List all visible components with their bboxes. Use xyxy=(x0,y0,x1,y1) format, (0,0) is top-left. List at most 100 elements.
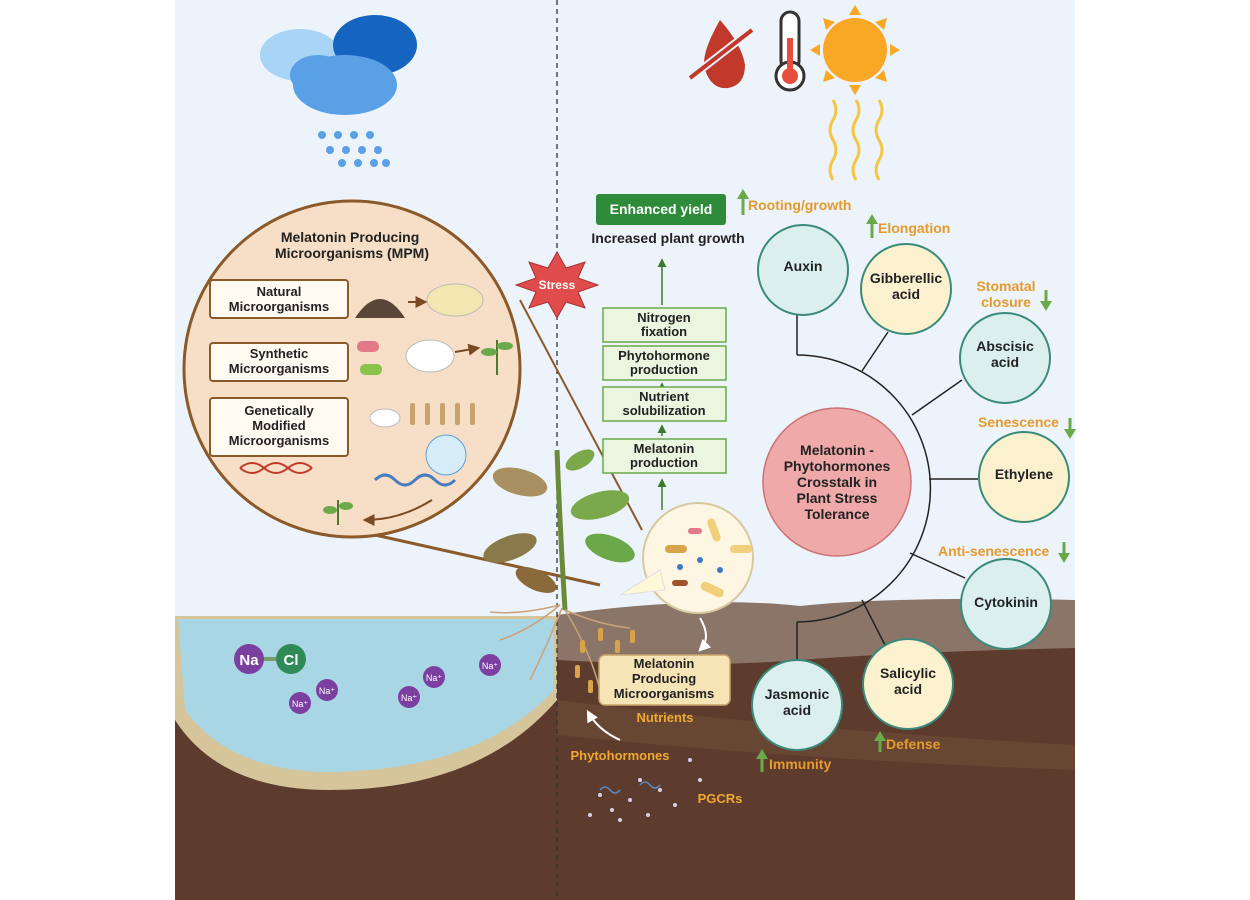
natural-label-line: Microorganisms xyxy=(229,299,329,314)
na-ion: Na⁺ xyxy=(398,686,420,708)
mpm-soil-line: Melatonin xyxy=(634,656,695,671)
effect-label: Elongation xyxy=(878,220,950,236)
hormone-label-line: acid xyxy=(892,286,920,302)
arrow xyxy=(362,499,433,526)
effect-label: Immunity xyxy=(769,756,831,772)
natural-box xyxy=(209,279,349,319)
hormone-label-line: Ethylene xyxy=(995,466,1054,482)
enhanced-yield-box xyxy=(596,194,726,225)
soil-surface xyxy=(557,598,1075,664)
dna-strand-icon xyxy=(373,473,457,487)
sun-icon xyxy=(810,5,900,181)
mpm-title-line: Microorganisms (MPM) xyxy=(275,245,429,261)
hormone-auxin: Auxin xyxy=(757,224,849,316)
hub-arc xyxy=(796,354,932,623)
step-line: production xyxy=(630,455,698,470)
hormone-label-line: acid xyxy=(991,354,1019,370)
culture-dish-icon xyxy=(405,339,455,373)
hormone-circle xyxy=(960,558,1052,650)
cloud-rain-icon xyxy=(260,15,417,167)
salt-ions: Na Cl Na⁺ Na⁺ Na⁺ Na⁺ Na⁺ xyxy=(234,644,501,714)
hormone-label-line: Salicylic xyxy=(880,665,936,681)
plant-illustration xyxy=(483,449,635,691)
center-circle xyxy=(762,407,912,557)
center-label-line: Melatonin - xyxy=(800,442,874,458)
na-label: Na xyxy=(239,652,259,669)
dna-helix-icon xyxy=(239,462,313,474)
culture-dish-icon xyxy=(369,408,401,428)
seedling-icon xyxy=(323,500,353,525)
step-line: Phytohormone xyxy=(618,348,710,363)
genetic-box xyxy=(209,397,349,457)
bacterium-icon xyxy=(357,341,379,352)
phytohormones-label: Phytohormones xyxy=(571,748,670,763)
genetic-label-line: Microorganisms xyxy=(229,433,329,448)
step-line: fixation xyxy=(641,324,687,339)
mpm-title: Melatonin Producing Microorganisms (MPM) xyxy=(275,229,429,261)
hormone-circle xyxy=(751,659,843,751)
hormone-circle xyxy=(862,638,954,730)
svg-text:Na⁺: Na⁺ xyxy=(292,699,309,709)
genetic-label-line: Genetically xyxy=(244,403,314,418)
arrow xyxy=(586,709,621,741)
microbe-dots xyxy=(588,758,702,822)
hormone-label-line: Jasmonic xyxy=(765,686,830,702)
hormone-ethylene: Ethylene xyxy=(978,431,1070,523)
hormone-circle xyxy=(757,224,849,316)
hormone-label-line: Cytokinin xyxy=(974,594,1038,610)
bacterium-icon xyxy=(360,364,382,375)
center-label-line: Crosstalk in xyxy=(797,474,877,490)
na-ion: Na⁺ xyxy=(289,692,311,714)
hormone-label: Auxin xyxy=(784,258,823,274)
test-tubes-icon xyxy=(410,403,475,425)
stress-label: Stress xyxy=(539,278,576,292)
effect-anti-senescence: Anti-senescence xyxy=(938,542,1070,563)
effect-label-line: closure xyxy=(981,294,1031,310)
thermometer-icon xyxy=(774,10,806,92)
genetic-label-line: Modified xyxy=(252,418,305,433)
hormone-label-line: Gibberellic xyxy=(870,270,943,286)
arrow xyxy=(454,343,481,356)
hormone-label-line: acid xyxy=(783,702,811,718)
mpm-soil-line: Producing xyxy=(632,671,696,686)
center-label-line: Plant Stress xyxy=(797,490,878,506)
up-arrow-icon xyxy=(866,214,878,224)
step-line: Nitrogen xyxy=(637,310,691,325)
dna-cell-icon xyxy=(425,434,467,476)
step-line: solubilization xyxy=(622,403,705,418)
na-ion: Na⁺ xyxy=(316,679,338,701)
effect-defense: Defense xyxy=(874,731,941,752)
step-box xyxy=(602,386,727,422)
svg-text:Na⁺: Na⁺ xyxy=(319,686,336,696)
synthetic-label-line: Synthetic xyxy=(250,346,309,361)
step-box xyxy=(602,307,727,343)
hormone-label: Ethylene xyxy=(995,466,1054,482)
svg-text:Na⁺: Na⁺ xyxy=(482,661,499,671)
na-atom xyxy=(234,644,264,674)
center-label-line: Phytohormones xyxy=(784,458,891,474)
down-arrow-icon xyxy=(1040,301,1052,311)
up-arrow-icon xyxy=(737,189,749,199)
stress-badge: Stress xyxy=(514,250,600,320)
effect-senescence: Senescence xyxy=(978,414,1076,439)
pipette-icon xyxy=(619,569,666,596)
hormone-label: Cytokinin xyxy=(974,594,1038,610)
na-ion: Na⁺ xyxy=(479,654,501,676)
step-line: production xyxy=(630,362,698,377)
down-arrow-icon xyxy=(1058,553,1070,563)
effect-rooting: Rooting/growth xyxy=(737,189,851,215)
seedling-icon xyxy=(481,340,513,375)
step-box xyxy=(602,438,727,474)
